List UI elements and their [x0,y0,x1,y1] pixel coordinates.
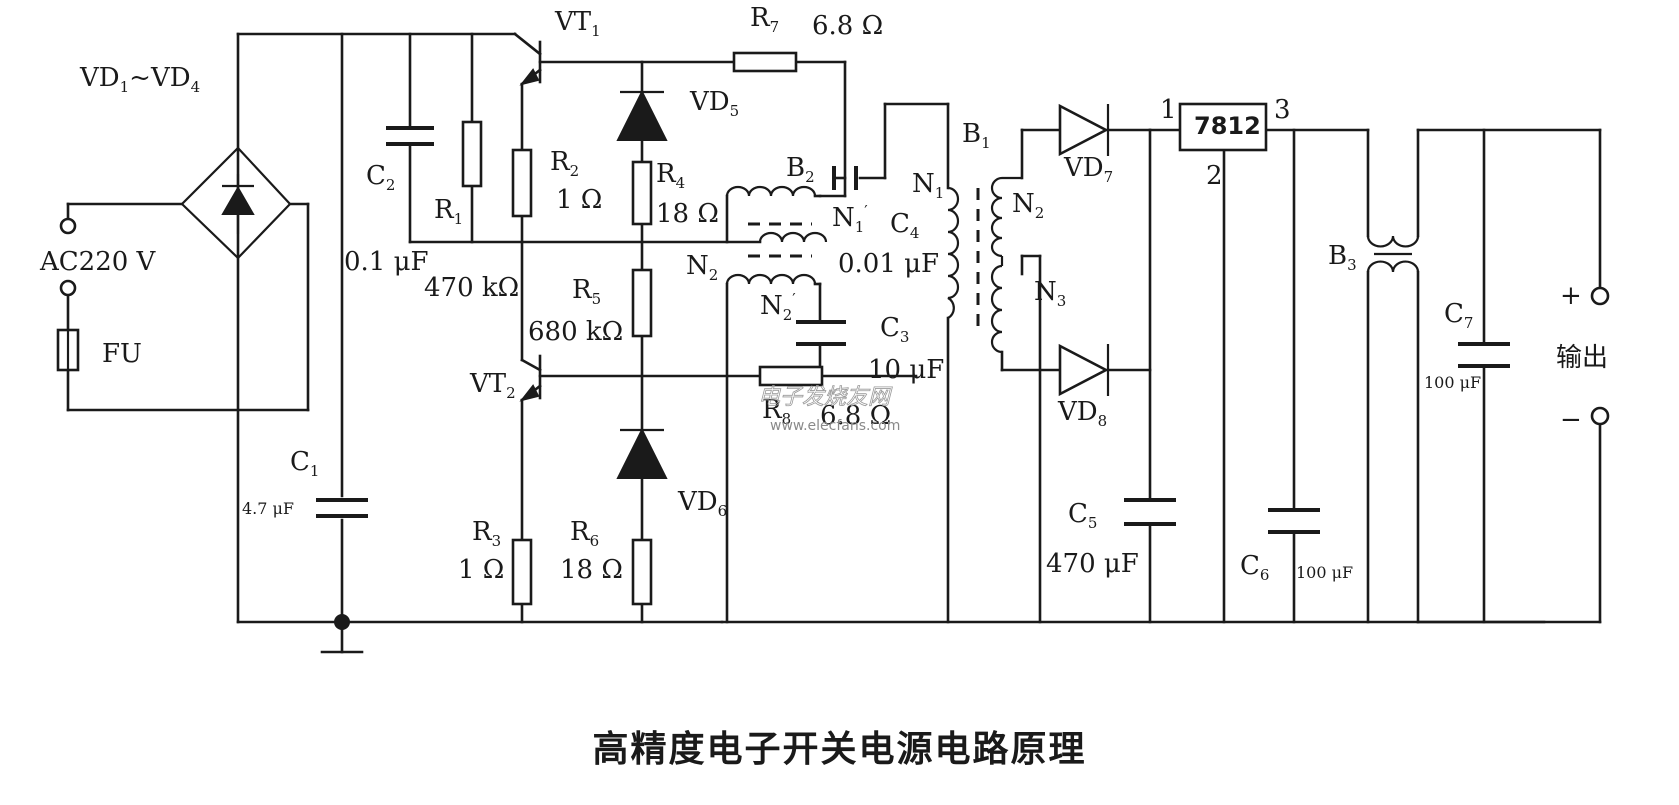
svg-text:C1: C1 [290,447,319,480]
svg-text:6.8 Ω: 6.8 Ω [812,11,883,41]
ac-terminal-top [59,217,77,235]
wiring [66,32,1602,654]
svg-text:C5: C5 [1068,499,1097,532]
resistor-r4 [631,160,653,226]
svg-text:N1: N1 [912,169,944,202]
svg-text:470 kΩ: 470 kΩ [424,273,519,303]
svg-text:VD7: VD7 [1063,153,1113,186]
diode-vd8 [1058,343,1110,397]
svg-text:VT2: VT2 [469,369,516,402]
svg-text:R5: R5 [572,275,601,308]
output-terminal-plus [1590,286,1610,306]
svg-text:1 Ω: 1 Ω [556,185,602,215]
svg-text:2: 2 [1206,161,1223,191]
capacitor-c3 [796,320,846,346]
resistor-r5 [631,268,653,338]
bridge-rectifier [180,146,292,260]
capacitor-c1 [316,498,368,518]
svg-text:N2: N2 [686,251,718,284]
svg-text:R8: R8 [762,395,791,428]
svg-text:N2′: N2′ [760,290,796,324]
svg-text:N3: N3 [1034,277,1066,310]
diagram-caption: 高精度电子开关电源电路原理 [592,729,1087,770]
watermark-cn: 电子发烧友网 [758,385,893,410]
svg-text:18 Ω: 18 Ω [656,199,719,229]
resistor-r2 [511,148,533,218]
svg-text:VD1~VD4: VD1~VD4 [79,63,200,96]
ground-junction-dot [334,614,350,630]
svg-text:C7: C7 [1444,299,1473,332]
svg-text:B1: B1 [962,119,991,152]
svg-text:6.8 Ω: 6.8 Ω [820,401,891,431]
resistor-r7 [732,51,798,73]
svg-text:1 Ω: 1 Ω [458,555,504,585]
svg-text:R2: R2 [550,147,579,180]
capacitor-c6 [1268,508,1320,534]
svg-text:FU: FU [102,339,142,369]
svg-text:0.1 μF: 0.1 μF [344,247,429,277]
diode-vd6 [616,427,668,479]
svg-text:VD8: VD8 [1057,397,1107,430]
resistor-r8 [758,365,824,387]
svg-text:3: 3 [1274,95,1291,125]
resistor-r1 [461,120,483,188]
transformer-b1 [947,176,1022,354]
svg-text:18 Ω: 18 Ω [560,555,623,585]
regulator-7812 [1178,102,1268,152]
watermark-url: www.elecfans.com [770,418,900,434]
svg-text:C3: C3 [880,313,909,346]
svg-text:0.01 μF: 0.01 μF [838,249,939,279]
capacitor-c2 [386,126,434,146]
svg-text:1: 1 [1160,95,1177,125]
svg-text:B3: B3 [1328,241,1357,274]
svg-text:680 kΩ: 680 kΩ [528,317,623,347]
resistor-r6 [631,538,653,606]
resistor-r3 [511,538,533,606]
transistor-vt2 [519,354,542,402]
svg-text:7812: 7812 [1194,112,1261,140]
svg-text:VD5: VD5 [689,87,739,120]
svg-text:R1: R1 [434,195,463,228]
svg-text:−: − [1560,405,1582,435]
svg-text:100 μF: 100 μF [1296,563,1353,582]
svg-text:VT1: VT1 [554,7,601,40]
transformer-b3 [1366,235,1420,273]
svg-text:100 μF: 100 μF [1424,373,1481,392]
svg-text:N2: N2 [1012,189,1044,222]
svg-text:B2: B2 [786,153,815,186]
transistor-vt1 [513,32,542,86]
svg-text:4.7 μF: 4.7 μF [242,499,294,518]
svg-text:R3: R3 [472,517,501,550]
diode-vd7 [1058,103,1110,157]
svg-text:AC220 V: AC220 V [39,247,157,277]
svg-text:R7: R7 [750,3,779,36]
svg-text:10 μF: 10 μF [868,355,944,385]
capacitor-c5 [1124,498,1176,526]
svg-text:VD6: VD6 [677,487,727,520]
svg-text:C2: C2 [366,161,395,194]
ac-terminal-bottom [59,279,77,297]
svg-text:C4: C4 [890,209,919,242]
diode-vd5 [616,89,668,141]
component-labels: VT1 VT2 VD1~VD4 AC220 V FU C1 4.7 μF C2 … [39,3,1608,585]
capacitor-c4 [832,166,858,190]
svg-text:R6: R6 [570,517,599,550]
capacitor-c7 [1458,342,1510,368]
transformer-b2 [725,185,828,286]
svg-text:N1′: N1′ [832,202,868,236]
svg-text:C6: C6 [1240,551,1269,584]
svg-text:+: + [1560,281,1582,311]
svg-text:输出: 输出 [1556,343,1608,373]
output-terminal-minus [1590,406,1610,426]
svg-text:R4: R4 [656,159,685,192]
svg-text:470 μF: 470 μF [1046,549,1139,579]
